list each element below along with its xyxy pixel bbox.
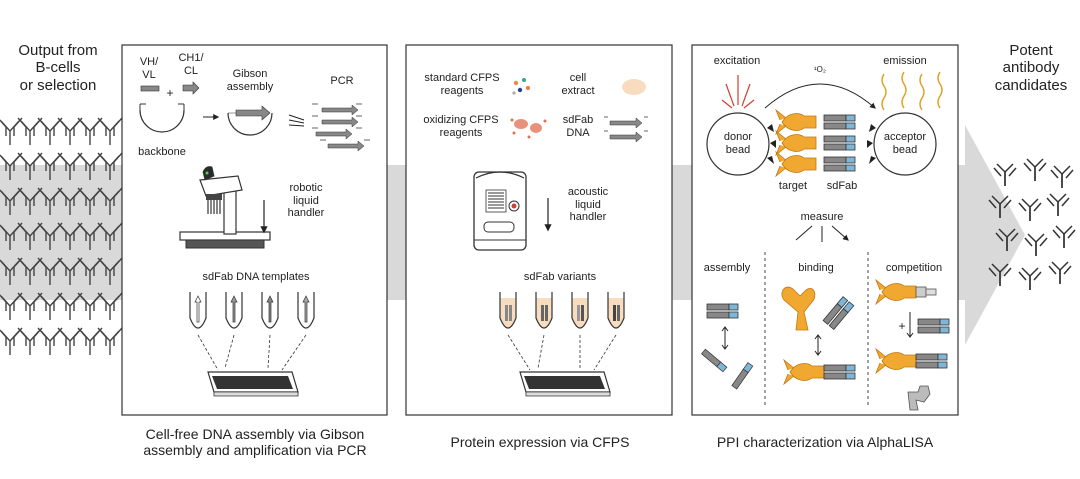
acoustic-handler-label: acoustic liquid handler — [558, 186, 618, 224]
cell-extract-line-2: extract — [561, 84, 595, 97]
ch1-cl-line-1: CH1/ — [178, 52, 204, 64]
caption-protein-expression: Protein expression via CFPS — [450, 434, 630, 450]
assembly-assay-label: assembly — [703, 262, 751, 274]
input-title-line-2: B-cells — [35, 59, 81, 77]
robotic-line-3: handler — [287, 207, 325, 220]
sdfab-label: sdFab — [826, 180, 858, 192]
competition-plus: + — [898, 319, 906, 333]
output-title-line-1: Potent — [1009, 42, 1053, 59]
cell-extract-line-1: cell — [569, 72, 587, 84]
output-title-line-2: antibody — [1002, 59, 1060, 77]
robotic-line-2: liquid — [293, 194, 319, 207]
input-title: Output from B-cells or selection — [4, 42, 112, 94]
input-title-line-3: or selection — [19, 76, 97, 94]
oxidizing-line-2: reagents — [439, 126, 483, 139]
caption-dna-line-2: assembly and amplification via PCR — [143, 442, 367, 459]
vh-vl-label: VH/ VL — [132, 56, 166, 81]
ch1-cl-label: CH1/ CL — [174, 52, 208, 77]
acceptor-line-2: bead — [892, 143, 918, 156]
binding-assay-label: binding — [798, 262, 834, 274]
input-title-line-1: Output from — [18, 42, 98, 59]
measure-label: measure — [800, 211, 844, 223]
emission-label: emission — [883, 55, 927, 67]
variants-label: sdFab variants — [523, 271, 597, 283]
gibson-line-2: assembly — [226, 80, 274, 93]
caption-ppi: PPI characterization via AlphaLISA — [716, 434, 934, 450]
robotic-line-1: robotic — [289, 182, 323, 194]
oxidizing-reagents-label: oxidizing CFPS reagents — [412, 114, 510, 139]
templates-label: sdFab DNA templates — [202, 271, 310, 283]
sdfab-dna-label: sdFab DNA — [558, 114, 598, 139]
robotic-handler-label: robotic liquid handler — [276, 182, 336, 220]
gibson-label: Gibson assembly — [222, 68, 278, 93]
sdfab-dna-line-2: DNA — [566, 126, 590, 139]
cell-extract-label: cell extract — [556, 72, 600, 97]
standard-line-2: reagents — [440, 84, 484, 97]
panel-ppi-characterization — [691, 44, 959, 416]
target-label: target — [778, 180, 808, 192]
output-title-line-3: candidates — [994, 76, 1068, 94]
panel-dna-assembly — [121, 44, 388, 416]
gibson-line-1: Gibson — [232, 68, 268, 80]
caption-dna-line-1: Cell-free DNA assembly via Gibson — [145, 426, 365, 442]
acoustic-line-3: handler — [569, 211, 607, 224]
acceptor-bead-label: acceptor bead — [878, 131, 932, 156]
singlet-oxygen-label: ¹O₂ — [814, 65, 826, 74]
panel-protein-expression — [405, 44, 673, 416]
competition-assay-label: competition — [885, 262, 943, 274]
pcr-label: PCR — [330, 75, 354, 87]
vh-vl-line-2: VL — [142, 68, 156, 81]
standard-reagents-label: standard CFPS reagents — [414, 72, 510, 97]
sdfab-dna-line-1: sdFab — [562, 114, 594, 126]
acceptor-line-1: acceptor — [883, 131, 927, 143]
caption-dna-assembly: Cell-free DNA assembly via Gibson assemb… — [114, 426, 396, 458]
ch1-cl-line-2: CL — [183, 64, 199, 77]
donor-line-1: donor — [723, 131, 753, 143]
oxidizing-line-1: oxidizing CFPS — [423, 114, 499, 126]
output-title: Potent antibody candidates — [985, 42, 1077, 94]
acoustic-line-2: liquid — [575, 198, 601, 211]
backbone-label: backbone — [138, 146, 186, 158]
donor-bead-label: donor bead — [716, 131, 760, 156]
excitation-label: excitation — [713, 55, 761, 67]
standard-line-1: standard CFPS — [424, 72, 500, 84]
acoustic-line-1: acoustic — [567, 186, 609, 198]
plus-sign: + — [166, 86, 174, 100]
vh-vl-line-1: VH/ — [139, 56, 159, 68]
donor-line-2: bead — [725, 143, 751, 156]
